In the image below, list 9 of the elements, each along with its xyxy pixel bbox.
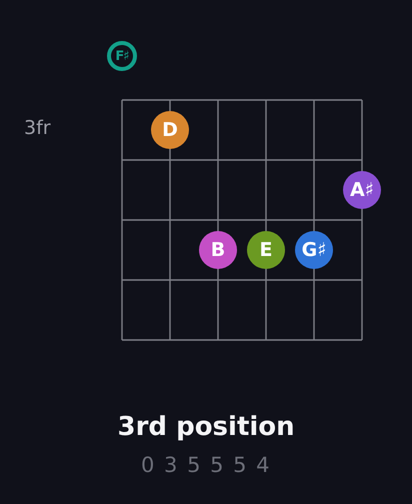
open-string-marker: F♯ (107, 41, 137, 71)
chord-caption: 3rd position (118, 413, 295, 442)
fret-number-label: 3fr (24, 118, 51, 139)
note-dot: B (199, 231, 237, 269)
note-dot: E (247, 231, 285, 269)
note-dot: A♯ (343, 171, 381, 209)
fingering-numbers: 0 3 5 5 5 4 (141, 454, 272, 478)
note-dot: D (151, 111, 189, 149)
note-dot: G♯ (295, 231, 333, 269)
